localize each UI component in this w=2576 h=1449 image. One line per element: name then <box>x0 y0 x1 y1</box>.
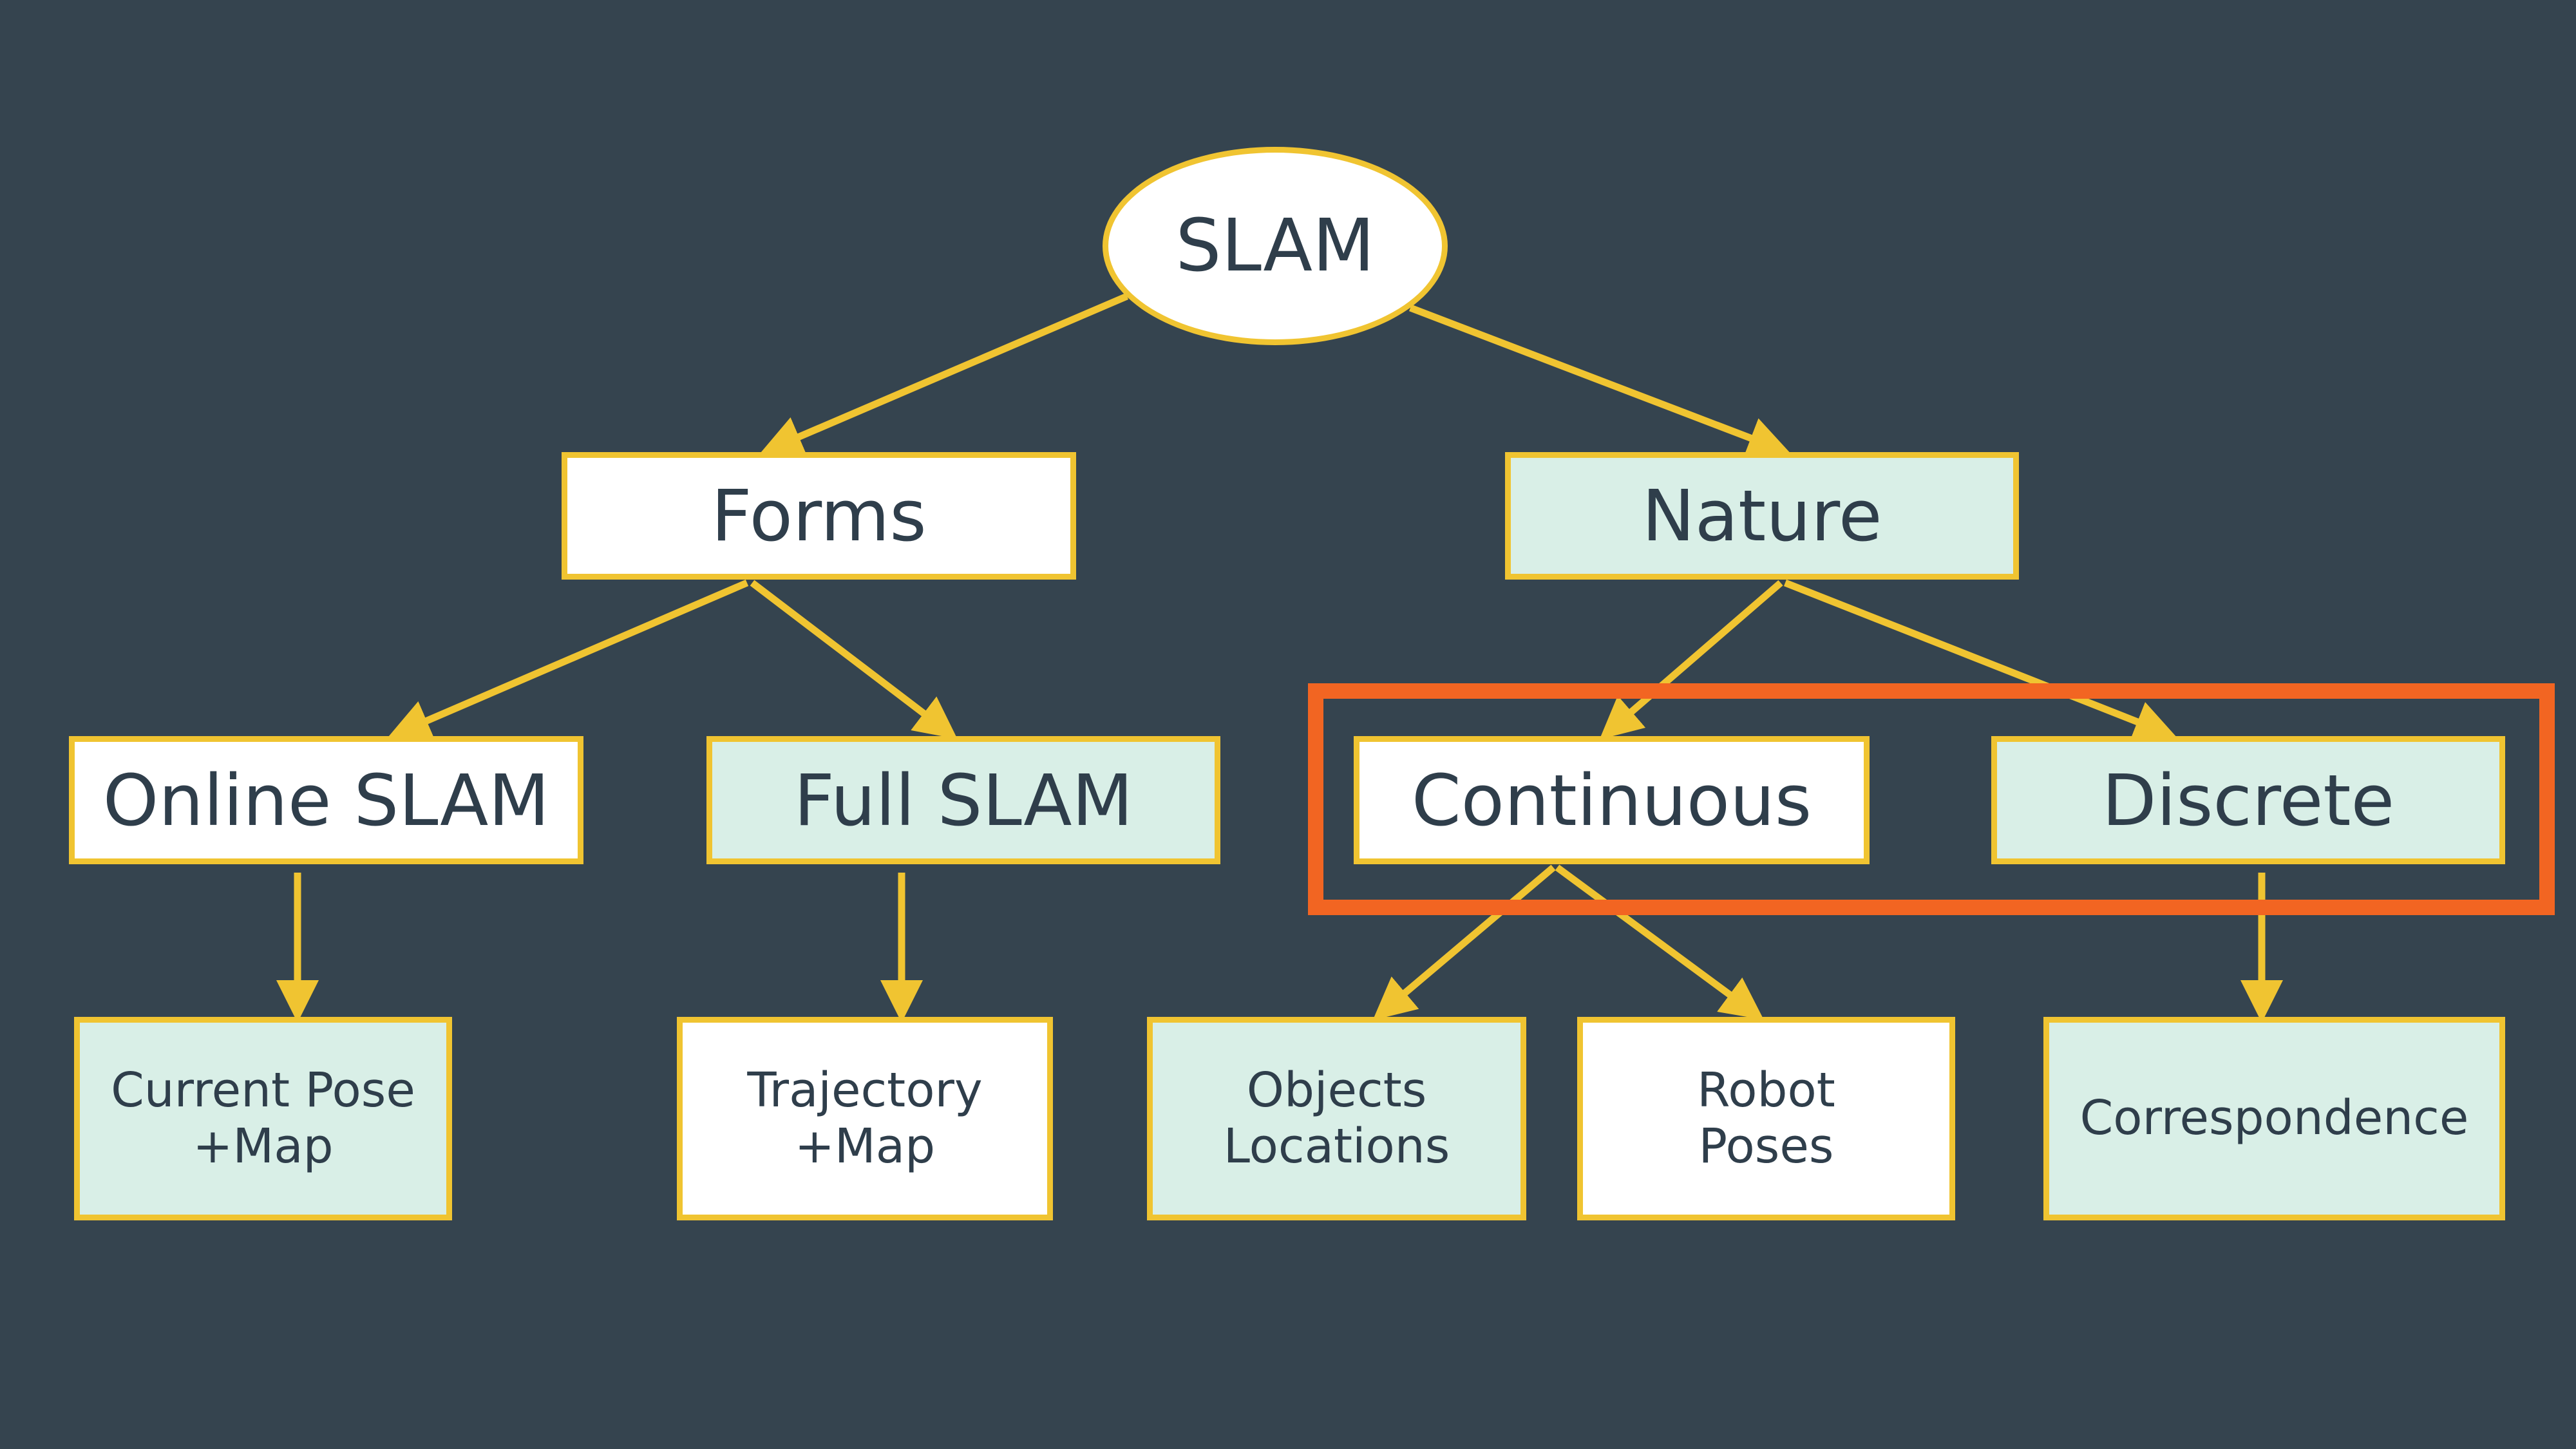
node-trajectory-map: Trajectory +Map <box>677 1017 1053 1220</box>
edge-continuous-robot <box>1555 864 1764 1020</box>
node-correspondence: Correspondence <box>2043 1017 2505 1220</box>
node-nature-label: Nature <box>1642 475 1882 557</box>
node-current-pose-map: Current Pose +Map <box>74 1017 452 1220</box>
edge-slam-nature <box>1409 304 1791 459</box>
node-nature: Nature <box>1505 452 2019 580</box>
edge-nature-discrete <box>1783 579 2177 742</box>
highlight-box <box>1308 683 2555 915</box>
edge-forms-full-slam <box>750 580 958 739</box>
node-robot-poses-label: Robot Poses <box>1697 1062 1835 1174</box>
edge-slam-forms <box>759 292 1129 457</box>
node-objects-locations: Objects Locations <box>1147 1017 1526 1220</box>
node-online-slam-label: Online SLAM <box>102 759 550 842</box>
node-objects-locations-label: Objects Locations <box>1223 1062 1450 1174</box>
node-correspondence-label: Correspondence <box>2079 1090 2469 1146</box>
edge-continuous-objects <box>1372 864 1556 1021</box>
edge-nature-continuous <box>1599 580 1783 740</box>
node-slam-label: SLAM <box>1175 204 1375 288</box>
node-slam: SLAM <box>1103 147 1448 345</box>
node-discrete: Discrete <box>1991 736 2505 864</box>
edge-forms-online-slam <box>387 579 749 741</box>
node-forms-label: Forms <box>711 475 927 557</box>
node-robot-poses: Robot Poses <box>1577 1017 1955 1220</box>
node-discrete-label: Discrete <box>2101 759 2395 842</box>
node-continuous-label: Continuous <box>1411 759 1812 842</box>
node-online-slam: Online SLAM <box>69 736 583 864</box>
node-full-slam-label: Full SLAM <box>793 759 1133 842</box>
node-current-pose-map-label: Current Pose +Map <box>111 1062 415 1174</box>
node-trajectory-map-label: Trajectory +Map <box>747 1062 983 1174</box>
node-forms: Forms <box>562 452 1076 580</box>
node-full-slam: Full SLAM <box>706 736 1220 864</box>
node-continuous: Continuous <box>1354 736 1870 864</box>
